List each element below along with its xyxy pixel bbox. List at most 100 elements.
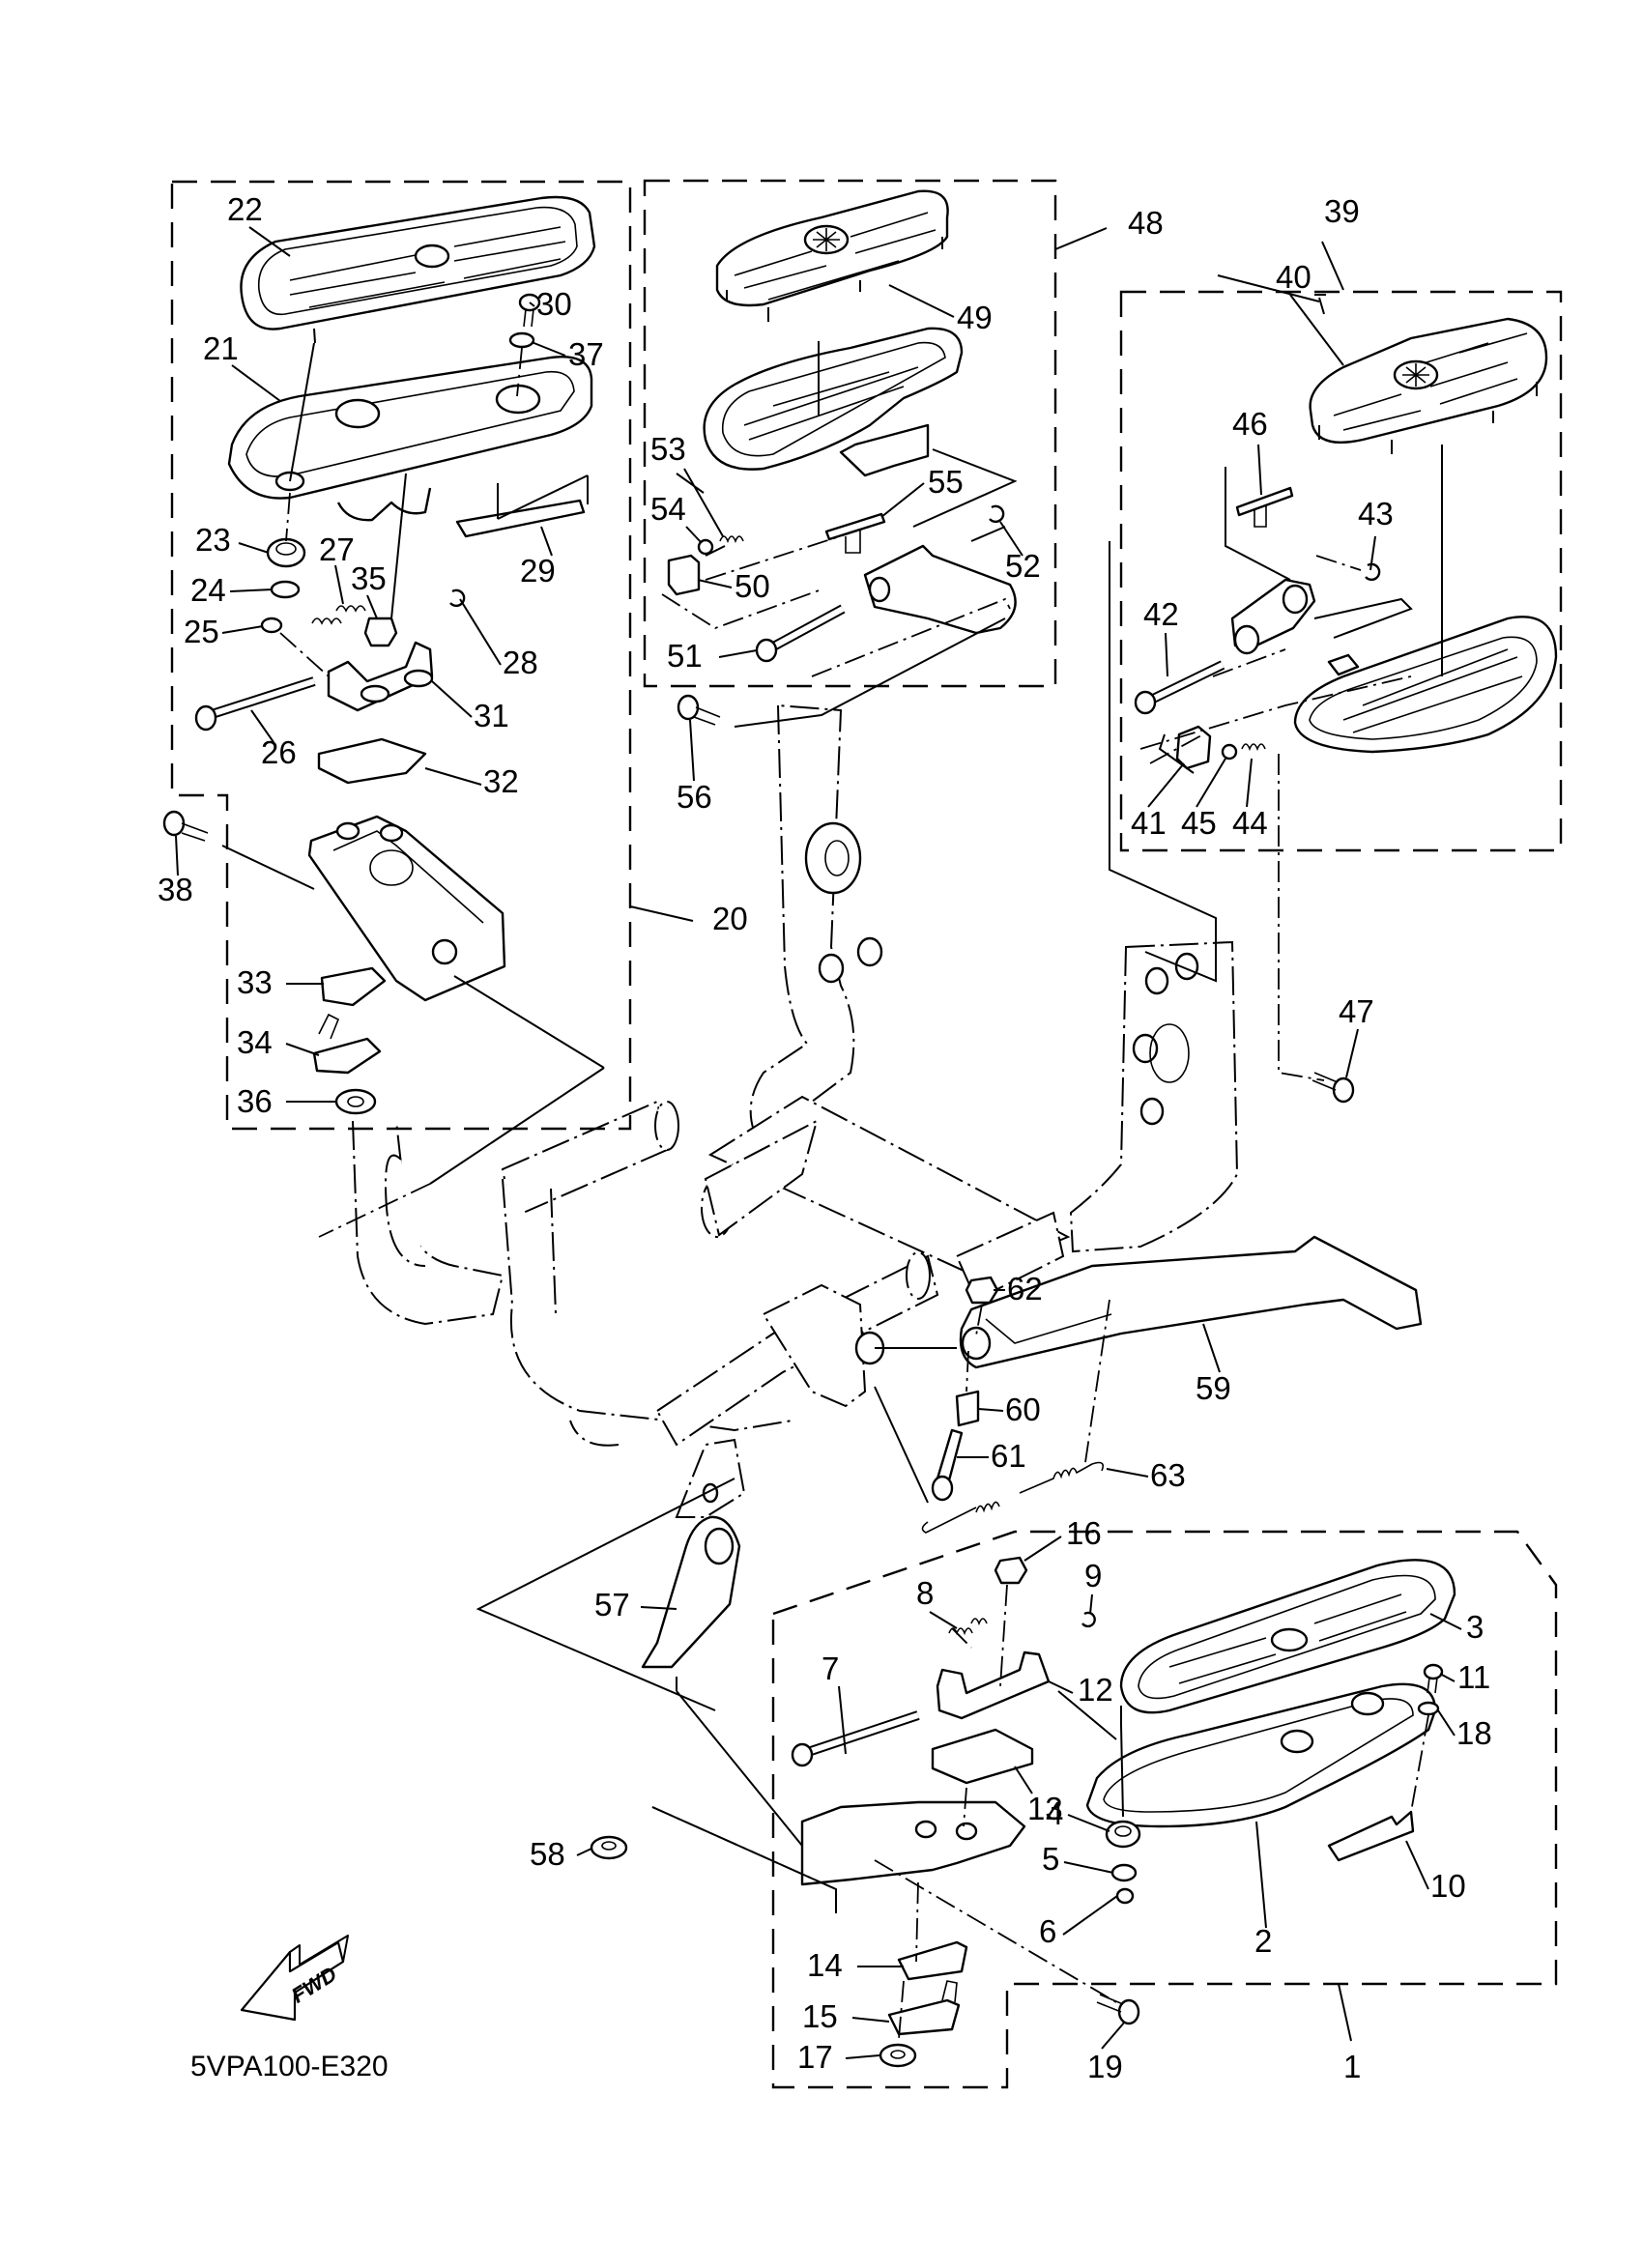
callout-5: 5: [1042, 1841, 1059, 1877]
part-19-bolt: [1096, 1994, 1140, 2025]
callout-57: 57: [594, 1587, 630, 1622]
callout-63: 63: [1150, 1457, 1186, 1493]
part-1-mount-block: [800, 1800, 1026, 1886]
part-31-bracket: [327, 641, 434, 712]
part-mount-block: [307, 815, 506, 1002]
part-25-nut: [260, 617, 283, 634]
callout-48: 48: [1128, 205, 1164, 241]
callout-12: 12: [1078, 1672, 1113, 1708]
callout-29: 29: [520, 553, 556, 589]
callout-9: 9: [1084, 1558, 1102, 1593]
part-2-floorboard: [1085, 1682, 1437, 1828]
callout-8: 8: [916, 1575, 934, 1611]
part-11-screw: [1423, 1663, 1444, 1694]
part-58-nut: [590, 1835, 628, 1860]
callout-51: 51: [667, 638, 703, 674]
part-57-bracket: [641, 1515, 741, 1691]
callout-53: 53: [650, 431, 686, 467]
callout-62: 62: [1007, 1271, 1043, 1306]
part-23-grommet: [266, 537, 306, 568]
callout-26: 26: [261, 734, 297, 770]
leader-lines-brake: [874, 1299, 1110, 1504]
callout-50: 50: [735, 568, 770, 604]
part-27-springs: [311, 605, 366, 625]
callout-32: 32: [483, 763, 519, 799]
group-39-box: [1119, 241, 1563, 852]
callout-3: 3: [1466, 1609, 1484, 1645]
callout-43: 43: [1358, 496, 1394, 531]
callout-46: 46: [1232, 406, 1268, 442]
part-34-stud: [318, 1013, 340, 1040]
callout-45: 45: [1181, 805, 1217, 841]
callout-19: 19: [1087, 2049, 1123, 2084]
part-62-nut: [965, 1276, 999, 1305]
part-36-flange-nut: [334, 1088, 377, 1115]
part-15-stud: [941, 1980, 958, 2003]
part-48-floorboard: [703, 327, 964, 477]
part-5-washer: [1110, 1863, 1138, 1882]
part-16-nut: [994, 1556, 1028, 1585]
callout-14: 14: [807, 1947, 843, 1983]
callout-58: 58: [530, 1836, 565, 1872]
part-52-clip: [989, 504, 1005, 524]
callout-28: 28: [503, 645, 538, 680]
callout-18: 18: [1456, 1715, 1492, 1751]
part-33-plate: [320, 966, 387, 1007]
leader-lines-group-1: [476, 1478, 1429, 2040]
callout-39: 39: [1324, 193, 1360, 229]
diagram-code: 5VPA100-E320: [190, 2051, 389, 2082]
callout-47: 47: [1339, 993, 1374, 1029]
part-43-clip: [1365, 562, 1381, 582]
part-13-plate: [931, 1728, 1034, 1785]
callout-41: 41: [1131, 805, 1167, 841]
callout-7: 7: [822, 1651, 839, 1686]
part-46-stopper: [1235, 486, 1294, 517]
callout-31: 31: [474, 698, 509, 733]
callout-17: 17: [797, 2039, 833, 2075]
part-54-ball: [697, 538, 714, 556]
part-12-bracket: [936, 1651, 1051, 1720]
part-60-collar: [955, 1390, 980, 1427]
callout-35: 35: [351, 560, 387, 596]
part-4-grommet: [1105, 1820, 1141, 1849]
callout-1: 1: [1343, 2049, 1361, 2084]
leader-lines-group-39: [1109, 445, 1443, 1081]
part-45-ball: [1221, 743, 1238, 761]
part-22-footboard-mat: [240, 195, 596, 344]
callout-42: 42: [1143, 596, 1179, 632]
part-29-heel-guard: [455, 499, 586, 538]
part-32-plate: [317, 737, 427, 785]
callout-36: 36: [237, 1083, 273, 1119]
callout-21: 21: [203, 330, 239, 366]
part-53-spring: [719, 535, 744, 544]
part-24-washer: [270, 580, 301, 599]
callout-52: 52: [1005, 548, 1041, 584]
callout-23: 23: [195, 522, 231, 558]
part-10-heel-guard: [1327, 1810, 1415, 1862]
callout-leaders: [175, 226, 1462, 2059]
part-39-floorboard: [1293, 616, 1558, 754]
callout-34: 34: [237, 1024, 273, 1060]
part-6-nut: [1115, 1887, 1135, 1905]
part-37-washer: [508, 331, 535, 349]
frame-structure: [352, 703, 1239, 1518]
part-28-clip: [449, 589, 466, 608]
callout-15: 15: [802, 1998, 838, 2034]
callout-56: 56: [677, 779, 712, 815]
callout-25: 25: [184, 614, 219, 649]
callout-61: 61: [991, 1438, 1026, 1474]
part-26-pin: [194, 676, 316, 732]
part-47-bolt: [1312, 1072, 1355, 1104]
part-15-plate: [887, 1998, 961, 2036]
fwd-arrow-icon: FWD: [240, 1935, 349, 2022]
part-42-pin: [1134, 660, 1225, 715]
part-3-footboard-mat: [1119, 1559, 1456, 1725]
callout-16: 16: [1066, 1515, 1102, 1551]
callout-60: 60: [1005, 1392, 1041, 1427]
part-7-pin: [791, 1710, 920, 1767]
callout-40: 40: [1276, 259, 1312, 295]
part-18-washer: [1417, 1701, 1440, 1716]
leader-lines-group-48: [661, 448, 1018, 728]
callout-6: 6: [1039, 1913, 1056, 1949]
callout-13: 13: [1027, 1791, 1063, 1826]
